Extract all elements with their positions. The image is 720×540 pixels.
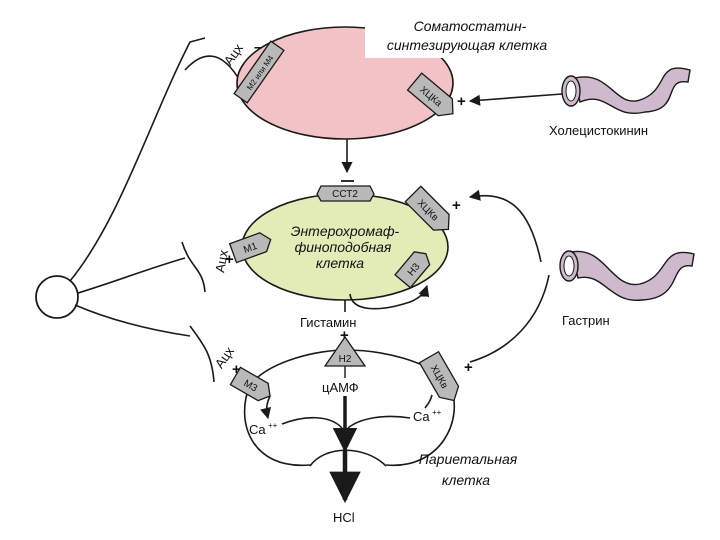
cck-vessel-opening-inner <box>565 80 577 102</box>
nerve-fiber-top <box>69 37 206 282</box>
cck-mid-plus-sign: + <box>452 197 461 214</box>
camp-label: цАМФ <box>322 380 359 395</box>
gastrin-arrow-to-ecl <box>468 189 542 263</box>
parietal-cell: H2 M3 Ацх + ХЦКв + цАМФ Ca ++ Ca ++ HCl … <box>212 335 518 525</box>
ca-right-arrow <box>347 415 411 429</box>
ach-top-minus-sign: – <box>254 39 262 56</box>
cck-arrow <box>468 93 563 106</box>
cholecystokinin-label: Холецистокинин <box>549 123 648 138</box>
h3-receptor: H3 <box>394 251 431 289</box>
gastrin-vessel-tube <box>571 250 695 301</box>
ach-bottom-plus-sign: + <box>232 361 241 378</box>
histamine-feedback-arrow <box>349 284 430 310</box>
gastrin-vessel-opening-inner <box>563 255 575 277</box>
ca-right-charge: ++ <box>432 408 442 417</box>
m3-receptor: M3 <box>229 366 271 402</box>
h2-receptor-label: H2 <box>339 354 352 365</box>
neuron <box>35 37 246 383</box>
ca-left-arrow <box>281 416 343 429</box>
ach-mid-plus-sign: + <box>225 251 234 268</box>
cck-top-plus-sign: + <box>457 93 466 110</box>
m3-to-ca-arrow <box>260 395 271 420</box>
gastrin-label: Гастрин <box>562 313 610 328</box>
cck-vessel-tube <box>574 67 691 115</box>
ecl-cell-label-line3: клетка <box>316 255 364 271</box>
parietal-canaliculus <box>309 449 387 467</box>
nerve-fiber-mid <box>77 257 186 294</box>
parietal-cell-label-line2: клетка <box>442 472 490 488</box>
hcl-label: HCl <box>333 510 355 525</box>
ecl-cell-label-line2: финоподобная <box>295 239 392 255</box>
ca-left-charge: ++ <box>268 421 278 430</box>
histamine-label: Гистамин <box>300 315 357 330</box>
somatostatin-cell: Соматостатин- синтезирующая клетка M2 ил… <box>221 14 565 140</box>
gastrin-arrow-to-parietal <box>469 274 550 363</box>
cholecystokinin-vessel <box>561 67 691 115</box>
ecl-cell-label-line1: Энтерохромаф- <box>291 223 400 239</box>
ca-left-label: Ca <box>249 422 266 437</box>
nerve-terminal-bottom <box>189 325 215 383</box>
cck-b-receptor-parietal: ХЦКв <box>418 350 460 402</box>
nerve-fiber-bottom <box>74 304 191 337</box>
h2-plus-sign: + <box>340 327 349 344</box>
nerve-terminal-mid <box>181 241 206 293</box>
cck-bottom-plus-sign: + <box>464 359 473 376</box>
sst2-receptor-label: ССТ2 <box>332 189 358 200</box>
cck-b-receptor-ecl: ХЦКв <box>404 185 450 231</box>
cck-to-ca-arrow <box>424 394 433 409</box>
neuron-body <box>35 275 79 319</box>
sst2-receptor: ССТ2 <box>316 185 375 202</box>
somatostatin-title-bg <box>365 14 565 58</box>
ach-top-label: Ацх <box>221 40 247 68</box>
m1-receptor: M1 <box>228 232 272 264</box>
ca-right-label: Ca <box>413 409 430 424</box>
somatostatin-title-line1: Соматостатин- <box>414 18 527 34</box>
parietal-cell-outline-left <box>243 349 346 467</box>
ach-mid-label: Ацх <box>212 248 231 273</box>
ecl-cell: Энтерохромаф- финоподобная клетка ССТ2 Х… <box>212 185 461 301</box>
gastrin-vessel <box>559 250 695 301</box>
m1-receptor-label: M1 <box>242 241 259 256</box>
somatostatin-title-line2: синтезирующая клетка <box>387 37 548 53</box>
h3-minus-sign: – <box>420 287 428 304</box>
parietal-cell-label-line1: Париетальная <box>419 451 518 467</box>
